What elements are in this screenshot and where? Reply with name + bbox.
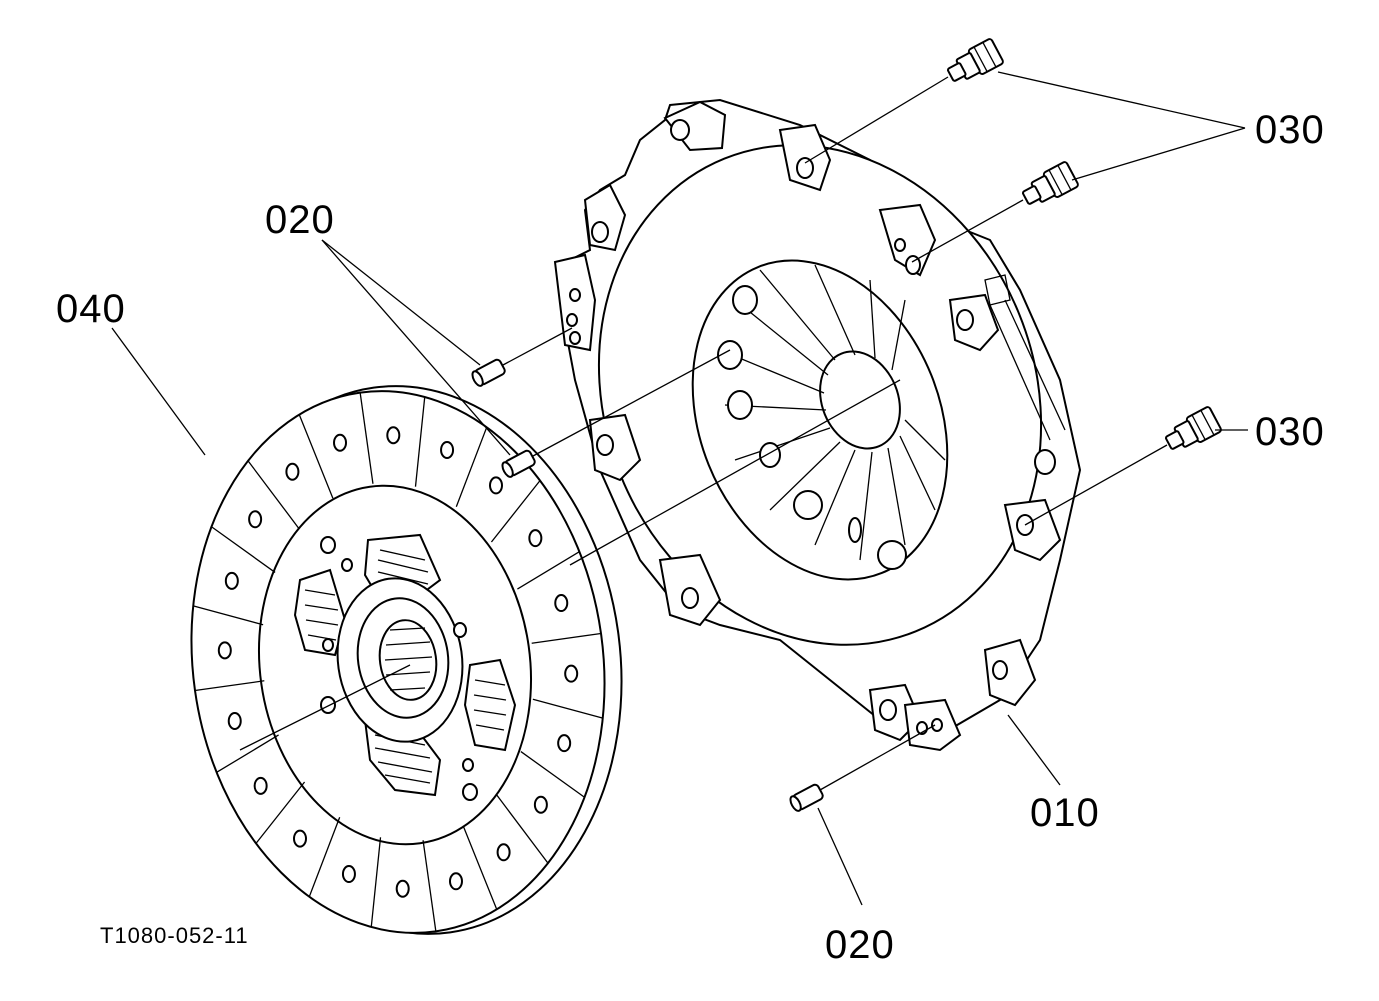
segment-divider (298, 414, 334, 499)
segment-divider (308, 817, 341, 897)
segment-divider (532, 698, 603, 719)
segment-rivet-hole (341, 865, 356, 884)
segment-divider (462, 825, 498, 910)
segment-rivet-hole (528, 529, 543, 548)
friction-segments (193, 392, 603, 932)
segment-divider (247, 460, 300, 530)
dowel-pins (471, 358, 824, 812)
dowel-pin-middle (501, 449, 536, 478)
segment-divider (455, 427, 488, 507)
bolt-middle (1021, 161, 1079, 205)
segment-rivet-hole (448, 872, 463, 891)
segment-rivet-hole (292, 829, 307, 848)
clutch-cover-assembly (553, 98, 1082, 752)
leader-lines (111, 71, 1248, 906)
segment-rivet-hole (224, 571, 239, 590)
segment-divider (520, 751, 585, 798)
segment-rivet-hole (496, 843, 511, 862)
segment-rivet-hole (227, 711, 242, 730)
bolt-right (1164, 406, 1222, 450)
segment-divider (193, 605, 264, 626)
callout-040: 040 (56, 287, 126, 331)
segment-divider (255, 781, 306, 844)
callout-020-top: 020 (265, 198, 335, 242)
drawing-id: T1080-052-11 (100, 923, 249, 948)
segment-rivet-hole (253, 776, 268, 795)
callout-030-right: 030 (1255, 410, 1325, 454)
segment-rivet-hole (564, 664, 579, 683)
clutch-disc (190, 385, 623, 935)
segment-divider (517, 551, 580, 590)
callout-020-bottom: 020 (825, 923, 895, 967)
segment-divider (359, 392, 374, 484)
segment-rivet-hole (554, 594, 569, 613)
segment-divider (531, 632, 602, 644)
segment-divider (194, 680, 265, 692)
segment-rivet-hole (440, 440, 455, 459)
friction-rivet-holes (217, 426, 579, 898)
segment-divider (414, 396, 426, 487)
segment-rivet-hole (217, 641, 232, 660)
segment-rivet-hole (557, 734, 572, 753)
segment-rivet-hole (533, 795, 548, 814)
segment-divider (496, 794, 549, 864)
callout-030-top: 030 (1255, 108, 1325, 152)
segment-divider (370, 837, 382, 928)
segment-rivet-hole (395, 879, 410, 898)
callout-010: 010 (1030, 791, 1100, 835)
segment-rivet-hole (285, 462, 300, 481)
segment-rivet-hole (386, 426, 401, 445)
segment-rivet-hole (333, 433, 348, 452)
segment-divider (211, 526, 276, 573)
segment-rivet-hole (489, 476, 504, 495)
dowel-pin-upper (471, 358, 506, 387)
bolt-top (946, 38, 1004, 82)
segment-divider (490, 480, 541, 543)
bolts (946, 38, 1222, 450)
segment-divider (422, 840, 437, 932)
segment-divider (216, 734, 279, 773)
segment-rivet-hole (248, 510, 263, 529)
